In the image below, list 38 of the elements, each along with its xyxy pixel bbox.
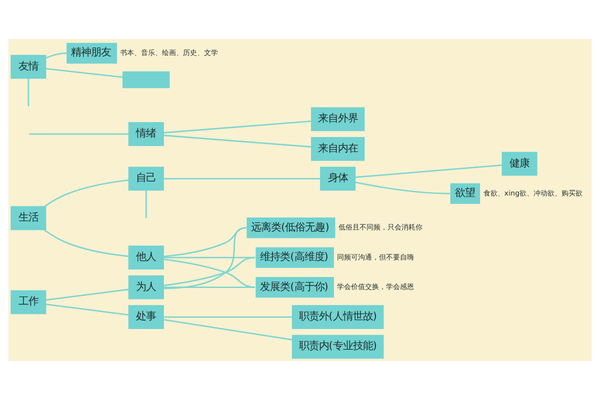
connector (355, 164, 502, 178)
node-box: 职责外(人情世故) (292, 305, 384, 329)
connector (44, 229, 129, 257)
connector (355, 182, 450, 194)
connector (44, 179, 129, 207)
connector (164, 178, 320, 180)
connector (46, 304, 129, 316)
connector (28, 78, 30, 106)
connector (46, 52, 67, 59)
node-box: 维持类(高维度) (256, 247, 334, 268)
connector (145, 190, 147, 218)
connector (46, 288, 129, 301)
node-box: 精神朋友 (66, 42, 118, 64)
node-box: 为人 (128, 275, 164, 300)
node-box: 来自外界 (311, 107, 365, 132)
connector (46, 68, 123, 78)
node-box: 发展类(高于你) (256, 276, 334, 298)
connector (29, 133, 129, 135)
node-box: 来自内在 (311, 136, 365, 161)
node-box (122, 71, 170, 88)
node-box: 他人 (128, 246, 164, 270)
connector (164, 286, 256, 288)
node-box: 友情 (10, 54, 46, 79)
node-box: 生活 (10, 206, 46, 230)
node-box: 欲望 (450, 183, 480, 204)
connector (164, 318, 292, 340)
node-box: 身体 (320, 166, 356, 191)
node-box: 自己 (128, 166, 164, 191)
node-box: 远离类(低俗无趣) (246, 217, 336, 238)
connector (164, 227, 246, 290)
node-box: 工作 (10, 290, 46, 314)
connector (164, 120, 312, 134)
node-box: 处事 (128, 305, 164, 329)
connector (164, 134, 312, 148)
node-box: 职责内(专业技能) (292, 334, 384, 359)
connector (164, 316, 292, 318)
node-box: 健康 (502, 152, 538, 176)
node-box: 情绪 (128, 122, 164, 146)
